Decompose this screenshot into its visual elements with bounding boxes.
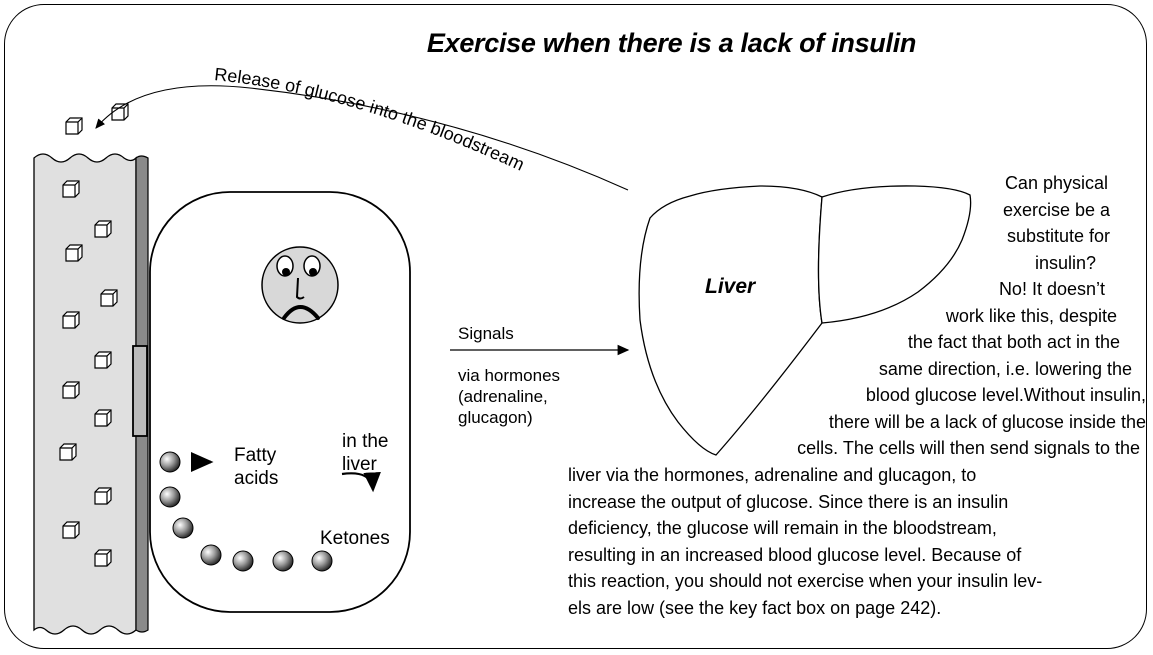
explanation-line: No! It doesn’t [999,278,1105,300]
explanation-line: increase the output of glucose. Since th… [568,491,1008,513]
explanation-line: deficiency, the glucose will remain in t… [568,517,997,539]
via-hormones-line-2: (adrenaline, [458,386,548,407]
signals-label: Signals [458,323,514,344]
blood-vessel [34,154,148,634]
via-hormones-line-3: glucagon) [458,407,533,428]
explanation-line: exercise be a [1003,199,1110,221]
explanation-line: blood glucose level.Without insulin, [866,384,1146,406]
explanation-line: the fact that both act in the [908,331,1120,353]
via-hormones-line-1: via hormones [458,365,560,386]
explanation-line: work like this, despite [946,305,1117,327]
explanation-line: same direction, i.e. lowering the [879,358,1132,380]
insulin-receptor [133,346,147,436]
explanation-line: els are low (see the key fact box on pag… [568,597,941,619]
in-the-liver-line-1: in the [342,430,388,453]
explanation-line: there will be a lack of glucose inside t… [829,411,1146,433]
explanation-line: liver via the hormones, adrenaline and g… [568,464,976,486]
release-label: Release of glucose into the bloodstream [213,64,527,175]
explanation-line: cells. The cells will then send signals … [797,437,1140,459]
fatty-acids-line-1: Fatty [234,444,276,467]
explanation-line: substitute for [1007,225,1110,247]
explanation-line: insulin? [1035,252,1096,274]
in-the-liver-line-2: liver [342,453,377,476]
fatty-acids-line-2: acids [234,467,278,490]
liver-label: Liver [705,275,755,299]
ketones-label: Ketones [320,527,390,550]
sad-face [262,247,338,323]
explanation-line: resulting in an increased blood glucose … [568,544,1021,566]
explanation-line: Can physical [1005,172,1108,194]
explanation-line: this reaction, you should not exercise w… [568,570,1042,592]
